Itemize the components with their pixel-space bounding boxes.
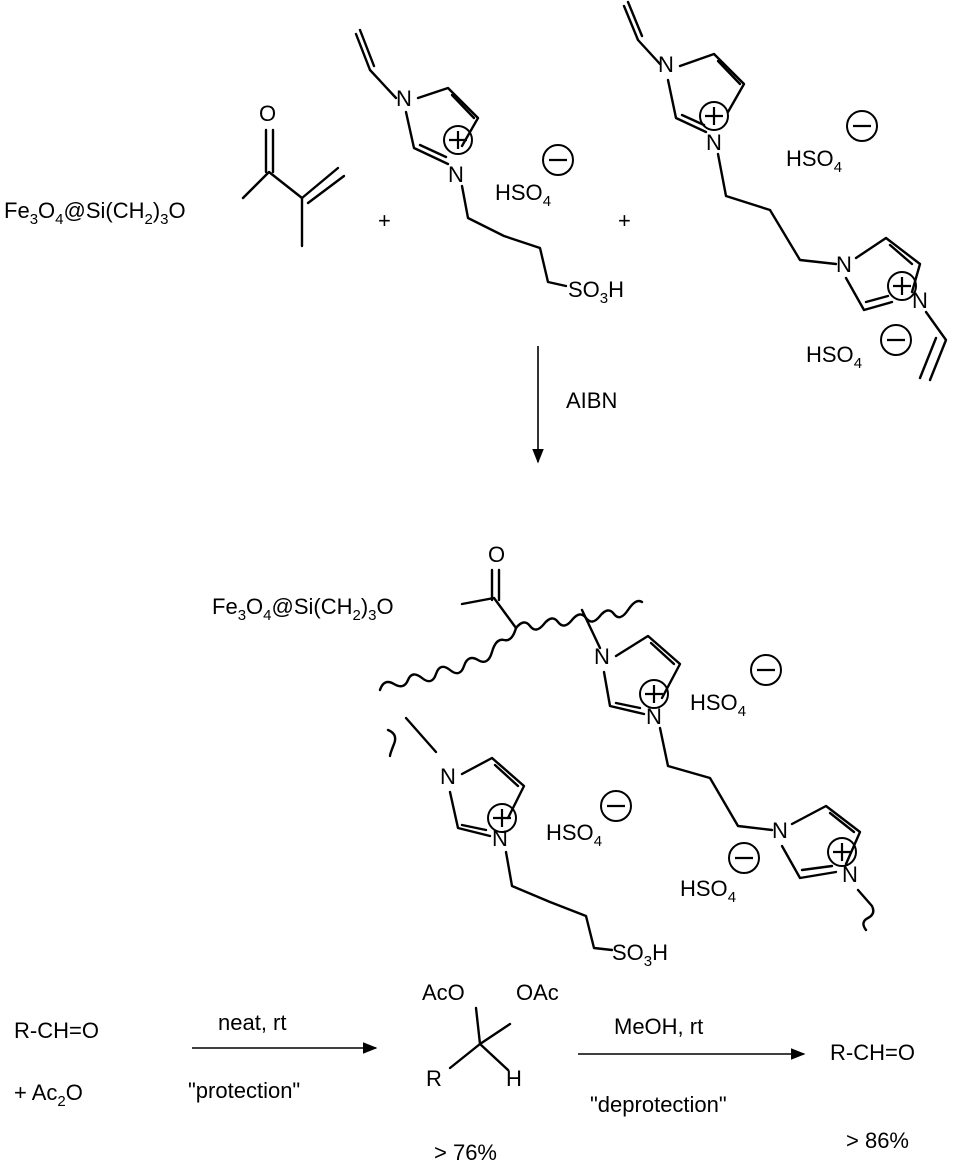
methacrylate-silica-reactant: Fe3O4@Si(CH2)3O O bbox=[4, 101, 346, 248]
aldehyde-reactant: R-CH=O bbox=[14, 1018, 99, 1043]
diacetate-H: H bbox=[506, 1066, 522, 1091]
product-silica-label: Fe3O4@Si(CH2)3O bbox=[212, 594, 394, 624]
polymer-anion-2: HSO4 bbox=[546, 820, 602, 850]
positive-charge-icon bbox=[443, 125, 473, 155]
hso4-anion: HSO4 bbox=[495, 180, 551, 210]
crosslinker-anion-2: HSO4 bbox=[806, 342, 862, 372]
product-carbonyl-oxygen: O bbox=[488, 542, 505, 567]
polymer-N3-right: N bbox=[842, 862, 858, 887]
step2-conditions: MeOH, rt bbox=[614, 1014, 703, 1039]
sulfonic-acid-group: SO3H bbox=[568, 277, 624, 307]
step1-conditions: neat, rt bbox=[218, 1010, 286, 1035]
crosslinker-N5: N bbox=[912, 288, 928, 313]
positive-charge-icon bbox=[639, 679, 669, 709]
aibn-reagent-label: AIBN bbox=[566, 388, 617, 413]
positive-charge-icon bbox=[699, 101, 729, 131]
acylal-protection-scheme: R-CH=O + Ac2O neat, rt "protection" AcO … bbox=[14, 980, 915, 1165]
diacetate-acetoxy-left: AcO bbox=[422, 980, 465, 1005]
polymer-N1-lower: N bbox=[440, 764, 456, 789]
polymer-N1-right: N bbox=[772, 818, 788, 843]
negative-charge-icon bbox=[600, 790, 632, 822]
polymer-anion-3: HSO4 bbox=[680, 876, 736, 906]
negative-charge-icon bbox=[880, 324, 912, 356]
negative-charge-icon bbox=[846, 110, 878, 142]
carbonyl-oxygen: O bbox=[259, 101, 276, 126]
positive-charge-icon bbox=[827, 837, 857, 867]
crosslinker-anion-1: HSO4 bbox=[786, 146, 842, 176]
polymer-sulfonic-acid: SO3H bbox=[612, 940, 668, 970]
negative-charge-icon bbox=[542, 144, 574, 176]
yield-protection: > 76% bbox=[434, 1140, 497, 1165]
polymer-N3-upper: N bbox=[646, 704, 662, 729]
imidazole-N3: N bbox=[448, 162, 464, 187]
positive-charge-icon bbox=[887, 271, 917, 301]
plus-sign-2: + bbox=[618, 208, 631, 233]
yield-deprotection: > 86% bbox=[846, 1128, 909, 1153]
aldehyde-product: R-CH=O bbox=[830, 1040, 915, 1065]
plus-sign-1: + bbox=[378, 208, 391, 233]
polymer-N1-upper: N bbox=[594, 644, 610, 669]
polymer-supported-ionic-liquid-product: Fe3O4@Si(CH2)3O O N N HSO4 N N HSO4 bbox=[212, 542, 875, 970]
bis-vinylimidazolium-crosslinker: N N HSO4 N N HSO4 bbox=[622, 0, 948, 382]
vinylimidazolium-sulfonic-acid-monomer: N N HSO4 SO3H bbox=[354, 28, 624, 307]
diacetate-R-group: R bbox=[426, 1066, 442, 1091]
step1-label: "protection" bbox=[188, 1078, 300, 1103]
imidazole-N1: N bbox=[396, 86, 412, 111]
crosslinker-N4: N bbox=[836, 252, 852, 277]
negative-charge-icon bbox=[728, 842, 760, 874]
crosslinker-N3: N bbox=[706, 130, 722, 155]
step2-label: "deprotection" bbox=[590, 1092, 727, 1117]
negative-charge-icon bbox=[750, 654, 782, 686]
diacetate-acetoxy-right: OAc bbox=[516, 980, 559, 1005]
silica-label: Fe3O4@Si(CH2)3O bbox=[4, 198, 186, 228]
polymer-anion-1: HSO4 bbox=[690, 690, 746, 720]
positive-charge-icon bbox=[487, 803, 517, 833]
crosslinker-N1: N bbox=[658, 52, 674, 77]
acetic-anhydride-reactant: + Ac2O bbox=[14, 1080, 83, 1110]
